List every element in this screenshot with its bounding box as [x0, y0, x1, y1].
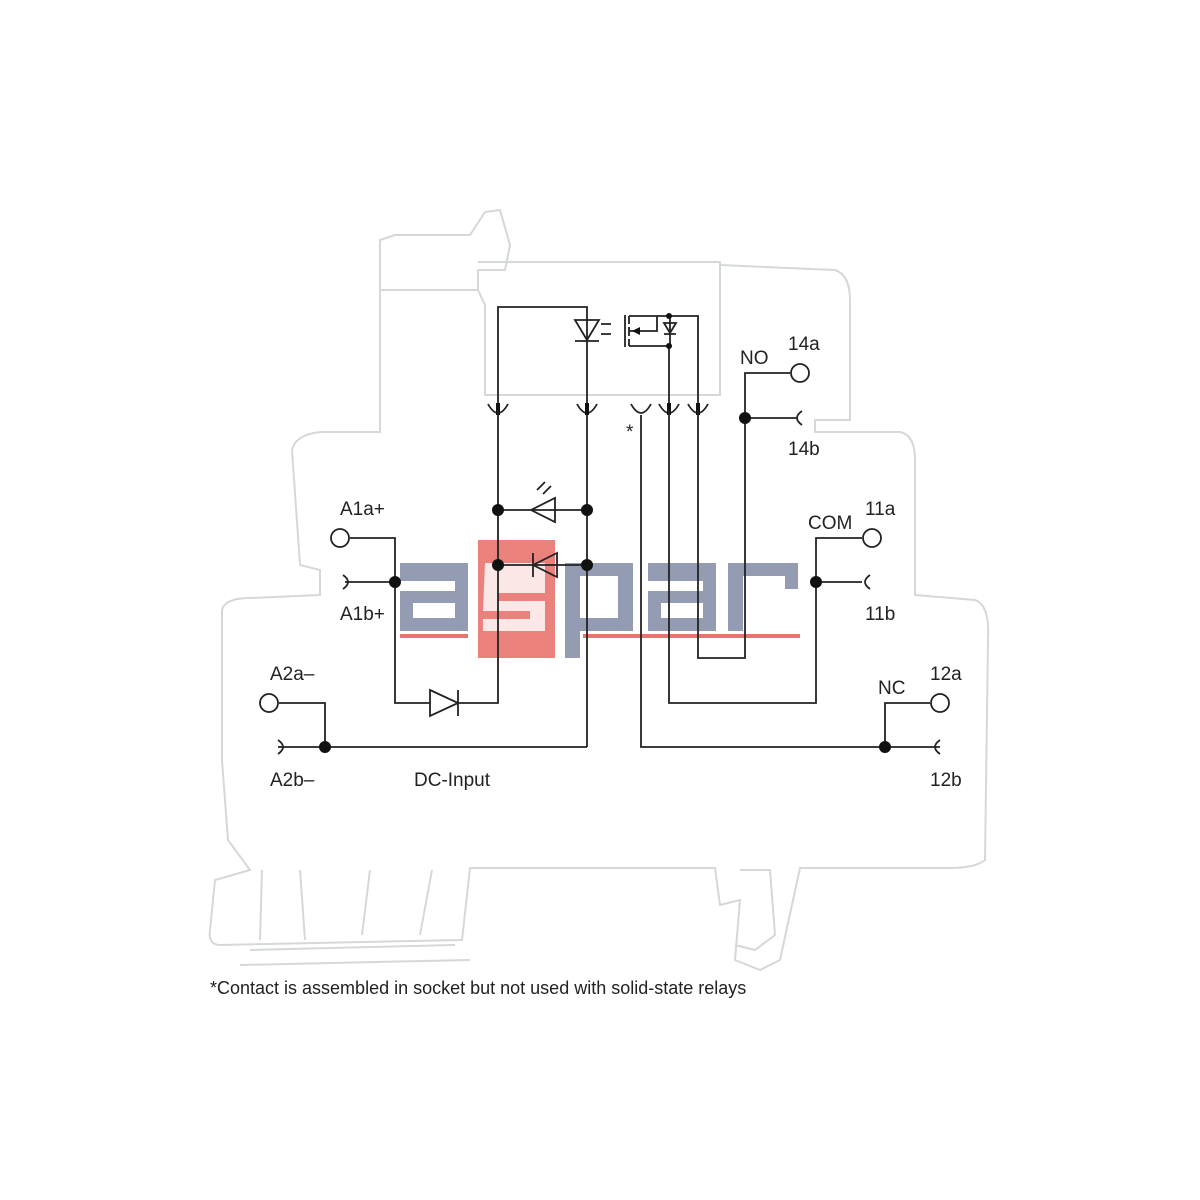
wiring: [259, 363, 950, 755]
label-14b: 14b: [788, 439, 820, 460]
socket-contacts: [487, 403, 709, 415]
label-a2b: A2b–: [270, 770, 315, 791]
label-14a: 14a: [788, 334, 820, 355]
solid-state-relay: [497, 306, 699, 747]
label-12b: 12b: [930, 770, 962, 791]
label-a2a: A2a–: [270, 664, 315, 685]
label-dc-input: DC-Input: [414, 770, 491, 791]
footnote: *Contact is assembled in socket but not …: [210, 978, 746, 998]
label-nc: NC: [878, 678, 905, 699]
aspar-watermark-logo: [400, 540, 800, 658]
label-asterisk: *: [626, 422, 634, 443]
junction-dots: [319, 412, 891, 753]
label-12a: 12a: [930, 664, 962, 685]
label-a1a: A1a+: [340, 499, 385, 520]
label-11b: 11b: [865, 604, 895, 625]
label-11a: 11a: [865, 499, 896, 520]
label-com: COM: [808, 513, 852, 534]
label-a1b: A1b+: [340, 604, 385, 625]
housing-outline: [208, 208, 990, 972]
label-no: NO: [740, 348, 769, 369]
